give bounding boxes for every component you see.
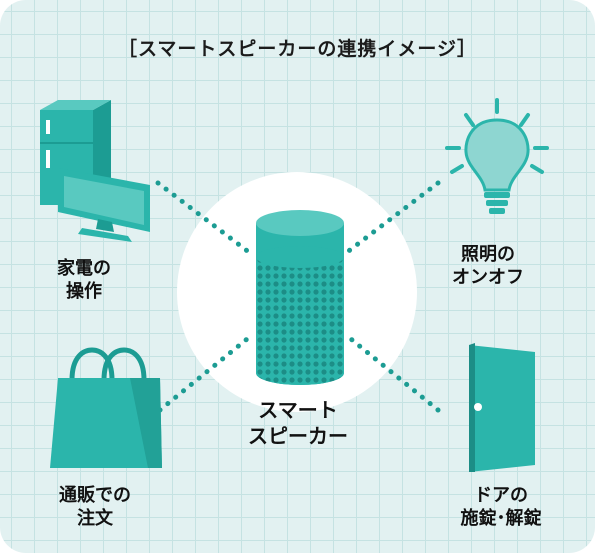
label-line: スピーカー bbox=[248, 424, 348, 448]
label-line: ドアの bbox=[474, 485, 528, 506]
label-line: 操作 bbox=[66, 281, 102, 302]
diagram-title: ［スマートスピーカーの連携イメージ］ bbox=[117, 38, 478, 60]
connector-door bbox=[343, 332, 441, 413]
label-line: 施錠･解錠 bbox=[460, 508, 542, 529]
label-line: オンオフ bbox=[452, 267, 524, 288]
label-line: 照明の bbox=[461, 244, 515, 265]
label-smart-speaker: スマート スピーカー bbox=[238, 397, 358, 449]
connector-light bbox=[343, 180, 441, 256]
label-line: スマート bbox=[258, 398, 338, 422]
label-line: 家電の bbox=[57, 258, 111, 279]
label-line: 注文 bbox=[77, 508, 113, 529]
smart-speaker-icon bbox=[256, 210, 344, 385]
label-line: 通販での bbox=[59, 485, 131, 506]
label-door-lock: ドアの 施錠･解錠 bbox=[446, 484, 556, 530]
connector-appliance bbox=[155, 180, 253, 256]
label-online-order: 通販での 注文 bbox=[45, 484, 145, 530]
connector-shopping bbox=[157, 332, 255, 413]
label-light-onoff: 照明の オンオフ bbox=[438, 243, 538, 289]
door-icon bbox=[469, 343, 535, 472]
shopping-bag-icon bbox=[50, 347, 162, 468]
label-appliance-control: 家電の 操作 bbox=[44, 257, 124, 303]
light-bulb-icon bbox=[445, 98, 549, 214]
tv-icon bbox=[58, 168, 150, 242]
